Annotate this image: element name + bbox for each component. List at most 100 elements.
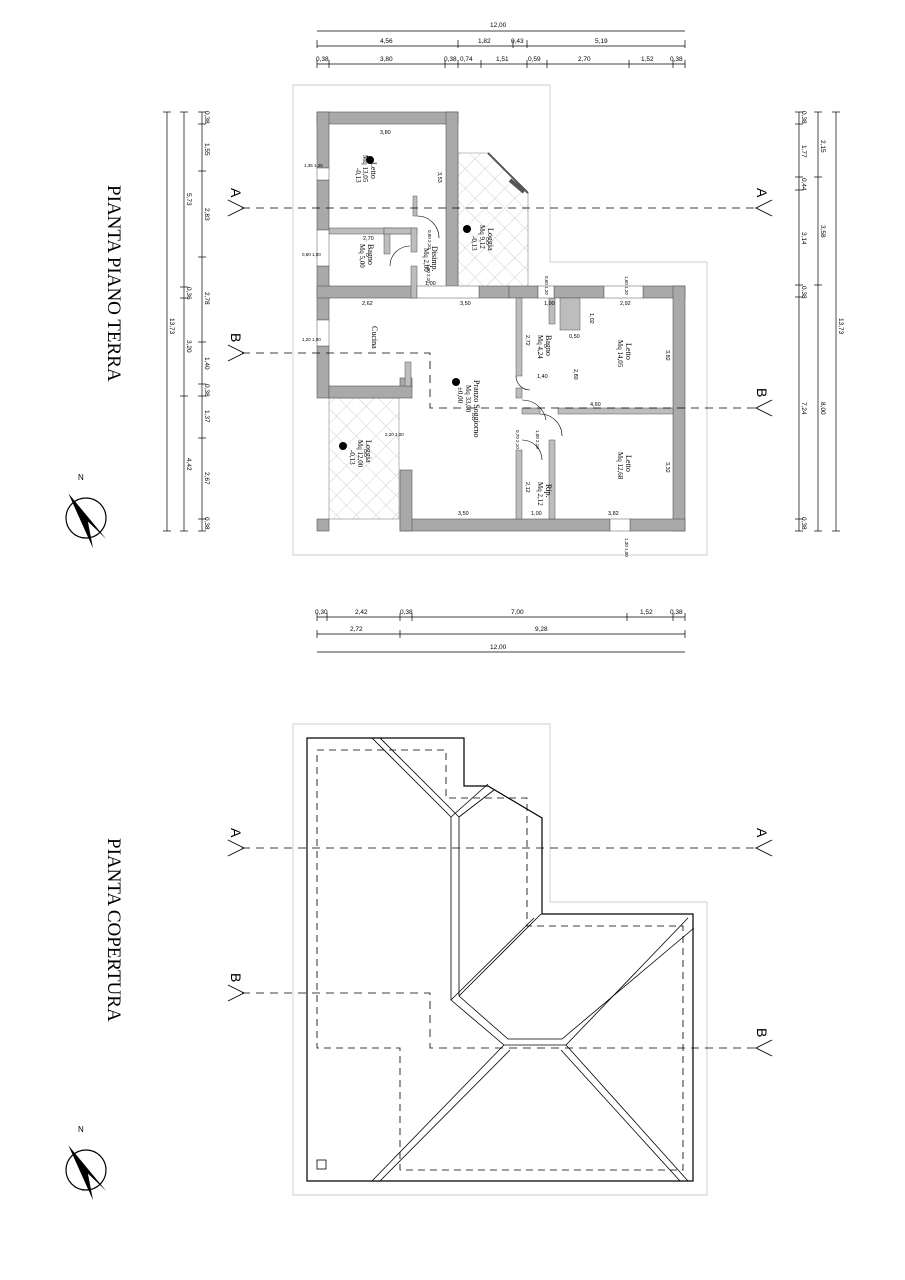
flue-square bbox=[316, 1159, 327, 1170]
inner-dim: 3,80 bbox=[380, 130, 391, 136]
dim-top-total: 12,00 bbox=[490, 22, 507, 29]
dimension-chain-left bbox=[163, 111, 206, 532]
inner-dim: 3,50 bbox=[460, 301, 471, 307]
inner-dim: 1,40 bbox=[537, 374, 548, 380]
dim-right-detail: 7,24 bbox=[800, 402, 807, 415]
section-line-b bbox=[242, 352, 760, 409]
north-arrow-icon: N bbox=[65, 473, 107, 549]
room-area: Mq 9,12 bbox=[478, 225, 486, 249]
dim-right-detail: 0,38 bbox=[800, 111, 807, 124]
north-label: N bbox=[78, 473, 84, 482]
exterior-walls bbox=[316, 111, 686, 532]
dim-left-detail: 1,55 bbox=[203, 143, 210, 156]
dim-top-mid: 5,19 bbox=[595, 38, 608, 45]
title-ground-floor: PIANTA PIANO TERRA bbox=[103, 185, 124, 382]
room-area: Mq 33,00 bbox=[464, 385, 472, 413]
dim-left-mid: 4,42 bbox=[185, 458, 192, 471]
flue-square bbox=[316, 518, 330, 532]
room-name: Bagno bbox=[366, 244, 375, 265]
dim-bottom-detail: 2,42 bbox=[355, 609, 368, 616]
dim-bottom-detail: 0,38 bbox=[670, 609, 683, 616]
room-area: Mq 2,00 bbox=[422, 248, 430, 272]
dim-left-detail: 1,40 bbox=[203, 357, 210, 370]
inner-dim: 3,82 bbox=[608, 511, 619, 517]
section-label-a: A bbox=[228, 828, 244, 838]
dim-top-detail: 1,51 bbox=[496, 56, 509, 63]
dim-left-mid: 0,36 bbox=[185, 287, 192, 300]
dim-top-detail: 0,38 bbox=[670, 56, 683, 63]
inner-dim: 2,92 bbox=[620, 301, 631, 307]
opening-size: 2,20 1,00 bbox=[385, 432, 404, 437]
loggia-hatch bbox=[457, 152, 529, 289]
dim-bottom-detail: 1,52 bbox=[640, 609, 653, 616]
opening-size: 0,60 1,20 bbox=[544, 276, 549, 295]
loggia-bay-edge bbox=[508, 178, 526, 194]
section-label-b: B bbox=[228, 333, 244, 342]
room-area: Mq 4,24 bbox=[536, 335, 544, 359]
dim-bottom-detail: 7,00 bbox=[511, 609, 524, 616]
dim-left-detail: 0,38 bbox=[203, 111, 210, 124]
section-label-a: A bbox=[754, 188, 770, 198]
dim-bottom-mid: 9,28 bbox=[535, 626, 548, 633]
opening-size: 1,20 1,00 bbox=[302, 337, 321, 342]
dim-top-detail: 2,70 bbox=[578, 56, 591, 63]
dim-left-detail: 2,83 bbox=[203, 208, 210, 221]
inner-dim: 1,02 bbox=[588, 313, 594, 324]
opening-size: 0,70 2,10 bbox=[515, 430, 520, 449]
dim-top-detail: 0,74 bbox=[460, 56, 473, 63]
dim-top-mid: 1,82 bbox=[478, 38, 491, 45]
dim-bottom-mid: 2,72 bbox=[350, 626, 363, 633]
dim-left-detail: 0,38 bbox=[203, 384, 210, 397]
section-label-b: B bbox=[754, 1028, 770, 1037]
roof-wall-line bbox=[316, 749, 684, 1171]
inner-dim: 1,00 bbox=[531, 511, 542, 517]
dim-left-detail: 2,67 bbox=[203, 472, 210, 485]
room-level: -0,13 bbox=[354, 168, 362, 183]
room-name: Loggia bbox=[364, 440, 373, 463]
dimension-chain-right bbox=[795, 111, 840, 532]
section-label-a: A bbox=[228, 188, 244, 198]
dim-top-detail: 0,38 bbox=[316, 56, 329, 63]
section-line-b bbox=[242, 992, 760, 1049]
dim-left-detail: 2,78 bbox=[203, 292, 210, 305]
section-label-b: B bbox=[228, 973, 244, 982]
dim-right-detail: 3,14 bbox=[800, 232, 807, 245]
room-area: Mq 13,05 bbox=[361, 155, 369, 183]
opening-size: 1,00 2,10 bbox=[426, 264, 431, 283]
section-markers bbox=[227, 199, 773, 417]
dim-bottom-detail: 0,30 bbox=[315, 609, 328, 616]
dim-left-detail: 0,38 bbox=[203, 517, 210, 530]
room-level: ±0,00 bbox=[456, 387, 464, 404]
dim-top-detail: 1,52 bbox=[641, 56, 654, 63]
loggia-bay-edge bbox=[487, 152, 529, 194]
dim-right-mid: 8,00 bbox=[819, 402, 826, 415]
room-area: Mq 2,12 bbox=[536, 482, 544, 506]
room-name: Letto bbox=[624, 343, 633, 360]
dim-right-detail: 1,77 bbox=[800, 145, 807, 158]
dim-left-mid: 3,20 bbox=[185, 340, 192, 353]
section-label-b: B bbox=[754, 388, 770, 397]
inner-dim: 3,32 bbox=[664, 462, 670, 473]
room-level: -0,13 bbox=[470, 236, 478, 251]
dim-bottom-total: 12,00 bbox=[490, 644, 507, 651]
inner-dim: 0,50 bbox=[569, 334, 580, 340]
windows bbox=[316, 167, 644, 532]
inner-dim: 1,00 bbox=[425, 281, 436, 287]
loggia-hatch bbox=[328, 397, 400, 520]
inner-dim: 2,12 bbox=[524, 482, 530, 493]
opening-size: 1,60 1,20 bbox=[624, 276, 629, 295]
dim-left-detail: 1,37 bbox=[203, 410, 210, 423]
interior-walls bbox=[328, 195, 674, 520]
door-swings bbox=[389, 215, 563, 461]
dimension-chain-bottom bbox=[316, 613, 686, 653]
dim-bottom-detail: 0,38 bbox=[400, 609, 413, 616]
room-name: Rip. bbox=[544, 484, 553, 498]
north-arrow-icon: N bbox=[65, 1125, 107, 1201]
room-area: Mq 12,00 bbox=[356, 440, 364, 468]
room-level: -0,13 bbox=[348, 450, 356, 465]
room-name: Loggia bbox=[486, 228, 495, 251]
inner-dim: 1,90 bbox=[544, 301, 555, 307]
plan-outline bbox=[292, 84, 708, 556]
title-roof: PIANTA COPERTURA bbox=[103, 838, 124, 1022]
dim-top-detail: 0,38 bbox=[444, 56, 457, 63]
